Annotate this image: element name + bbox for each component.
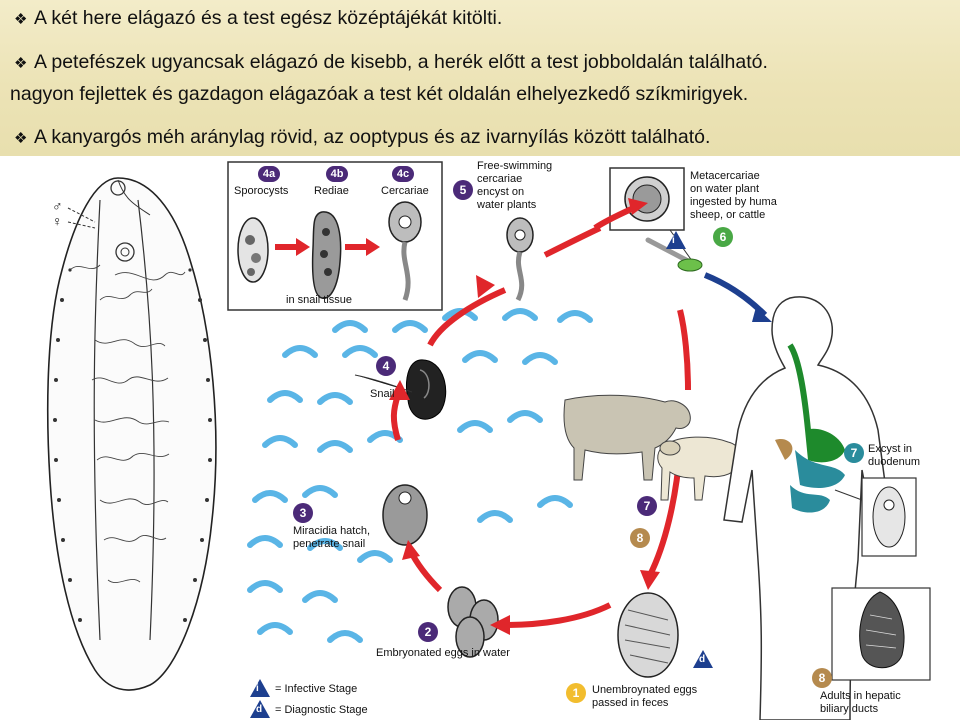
step-7-badge-center: 7 <box>637 496 657 516</box>
legend-infective-icon: i <box>250 679 270 697</box>
step-3-badge: 3 <box>293 503 313 523</box>
male-symbol-icon: ♂ <box>52 200 63 213</box>
diagnostic-stage-marker: d <box>693 650 713 668</box>
step-2-label: Embryonated eggs in water <box>376 647 510 660</box>
legend-diagnostic-icon: d <box>250 700 270 718</box>
step-8-label: Adults in hepatic biliary ducts <box>820 690 901 716</box>
step-7-badge: 7 <box>844 443 864 463</box>
label-cercariae: Cercariae <box>381 185 429 198</box>
label-sporocysts: Sporocysts <box>234 185 288 198</box>
step-8-badge: 8 <box>812 668 832 688</box>
step-1-label: Unembroynated eggs passed in feces <box>592 684 697 710</box>
legend-infective-label: = Infective Stage <box>275 683 357 696</box>
step-3-label: Miracidia hatch, penetrate snail <box>293 525 370 551</box>
badge-4a: 4a <box>258 166 280 182</box>
label-rediae: Rediae <box>314 185 349 198</box>
infective-stage-marker: i <box>666 231 686 249</box>
step-2-badge: 2 <box>418 622 438 642</box>
step-8-badge-center: 8 <box>630 528 650 548</box>
female-symbol-icon: ♀ <box>52 215 63 228</box>
step-1-badge: 1 <box>566 683 586 703</box>
step-4-label: Snail <box>370 388 394 401</box>
step-6-badge: 6 <box>713 227 733 247</box>
badge-4c: 4c <box>392 166 414 182</box>
liver-fluke-anatomy <box>48 178 216 690</box>
step-5-label: Free-swimming cercariae encyst on water … <box>477 160 552 212</box>
step-5-badge: 5 <box>453 180 473 200</box>
legend-diagnostic-label: = Diagnostic Stage <box>275 704 368 717</box>
step-7-label: Excyst in duodenum <box>868 443 920 469</box>
label-in-snail-tissue: in snail tissue <box>286 294 352 307</box>
step-4-badge: 4 <box>376 356 396 376</box>
badge-4b: 4b <box>326 166 348 182</box>
step-6-label: Metacercariae on water plant ingested by… <box>690 170 777 222</box>
